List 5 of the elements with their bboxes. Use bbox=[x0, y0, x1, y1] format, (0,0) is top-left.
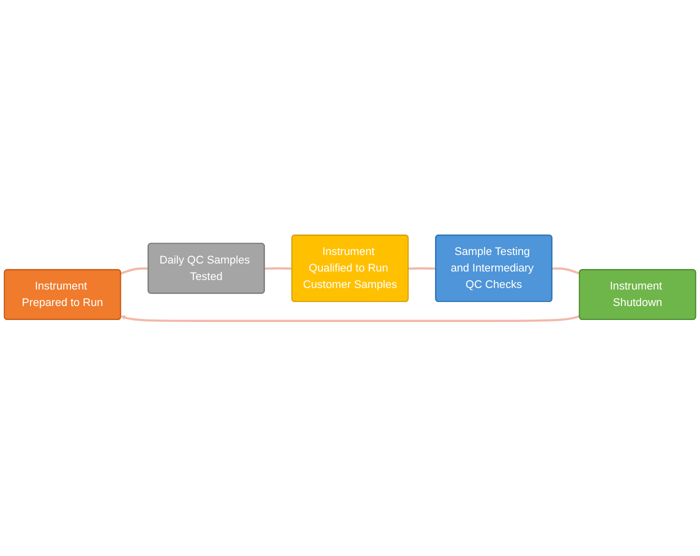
connector bbox=[408, 267, 436, 270]
connector bbox=[120, 267, 148, 275]
arrow bbox=[120, 315, 580, 322]
connector bbox=[552, 267, 580, 275]
connector bbox=[264, 267, 292, 270]
